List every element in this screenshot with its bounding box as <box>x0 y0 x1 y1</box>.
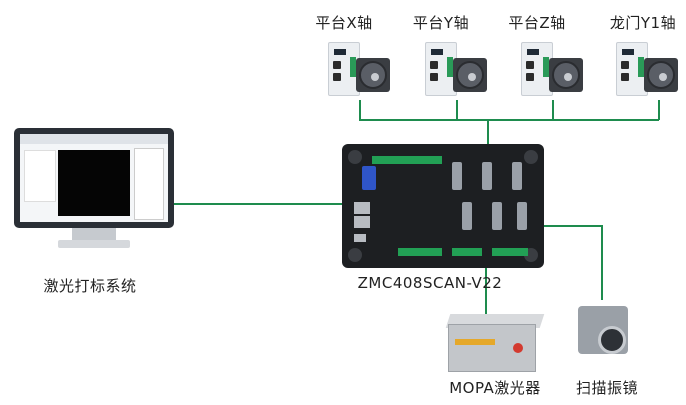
controller-model-label: ZMC408SCAN-V22 <box>357 274 503 292</box>
monitor-stand <box>72 228 116 242</box>
axis-label-y1: 龙门Y1轴 <box>609 14 677 32</box>
controller-to-laser-wire <box>485 228 487 314</box>
pc-to-controller-wire <box>174 203 352 205</box>
servo-drop-wire-y <box>456 100 458 120</box>
servo-drop-wire-y1 <box>658 100 660 120</box>
servo-x-image <box>328 36 392 100</box>
axis-label-x: 平台X轴 <box>315 14 373 32</box>
controller-to-scanner-wire-h <box>520 225 602 227</box>
monitor-base <box>58 240 130 248</box>
servo-drop-wire-x <box>359 100 361 120</box>
controller-to-scanner-wire-v <box>601 225 603 300</box>
servo-z-image <box>521 36 585 100</box>
laser-label: MOPA激光器 <box>449 379 541 397</box>
servo-y1-image <box>616 36 680 100</box>
servo-y-image <box>425 36 489 100</box>
mopa-laser-image <box>445 314 545 372</box>
servo-bus-wire-horizontal <box>359 119 659 121</box>
pc-label: 激光打标系统 <box>43 277 137 295</box>
servo-drop-wire-z <box>552 100 554 120</box>
axis-label-y: 平台Y轴 <box>412 14 470 32</box>
software-screen <box>20 134 168 222</box>
pc-monitor-image <box>14 128 174 228</box>
controller-image <box>342 144 544 268</box>
scanner-label: 扫描振镜 <box>575 379 639 397</box>
galvo-scanner-image <box>572 300 632 358</box>
axis-label-z: 平台Z轴 <box>508 14 566 32</box>
